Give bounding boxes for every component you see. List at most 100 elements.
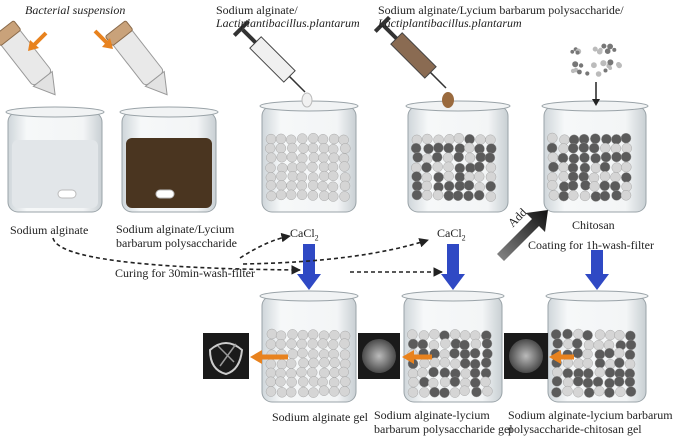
bead	[578, 142, 589, 153]
bead	[297, 347, 308, 359]
bead	[547, 152, 559, 163]
bead	[582, 348, 593, 360]
bead	[568, 153, 580, 164]
bead	[604, 367, 616, 378]
bead	[276, 151, 287, 163]
bead	[328, 339, 339, 350]
sem-image-2	[358, 333, 400, 379]
bead	[432, 161, 443, 173]
bead	[449, 376, 461, 387]
bead	[329, 386, 340, 397]
bead	[579, 190, 591, 202]
bead	[567, 180, 579, 191]
bead	[610, 171, 621, 183]
bead	[567, 162, 579, 174]
add-arrow	[497, 210, 548, 261]
bead	[287, 142, 298, 154]
chitosan-particle	[608, 66, 613, 70]
bead	[594, 329, 606, 340]
bead	[318, 161, 330, 173]
bead	[449, 387, 461, 398]
bead	[276, 189, 287, 201]
chitosan-particles	[570, 43, 622, 77]
bead	[296, 338, 307, 350]
bead	[600, 142, 611, 154]
label-gel-2-2: barbarum polysaccharide gel	[374, 422, 513, 436]
bead	[442, 152, 454, 163]
bead	[605, 329, 616, 341]
bead	[276, 387, 288, 398]
bead	[620, 132, 632, 144]
bead	[573, 376, 584, 387]
label-sa-lbp-2: barbarum polysaccharide	[116, 236, 237, 250]
bead	[559, 134, 570, 145]
bead	[475, 151, 486, 163]
bead	[482, 348, 493, 359]
bead	[319, 190, 330, 202]
bead	[454, 180, 465, 192]
bead	[625, 339, 637, 351]
syringe-2	[373, 15, 447, 89]
label-gel-3-2: polysaccharide-chitosan gel	[508, 422, 642, 436]
bead	[475, 134, 486, 145]
label-curing: Curing for 30min-wash-filter	[115, 266, 255, 280]
chitosan-particle	[592, 46, 598, 52]
bead	[611, 151, 622, 163]
bead	[407, 329, 418, 340]
bead	[265, 367, 277, 379]
bead	[328, 152, 340, 164]
bead	[339, 161, 350, 172]
orange-arrow-tube-2	[93, 29, 113, 49]
bead	[562, 328, 573, 340]
bead	[286, 368, 297, 379]
bead	[482, 386, 493, 397]
bead	[297, 133, 308, 144]
bead	[265, 339, 277, 350]
bead	[620, 151, 632, 163]
bead	[548, 161, 559, 173]
bead	[275, 133, 287, 145]
bead	[319, 170, 330, 182]
bead	[563, 377, 574, 388]
bead	[307, 142, 319, 154]
chitosan-particle	[572, 61, 579, 68]
chitosan-particle	[577, 69, 582, 75]
bead	[484, 152, 496, 163]
label-cacl2-1: CaCl2	[290, 226, 319, 243]
bead	[318, 385, 330, 396]
bead	[615, 386, 626, 397]
bead	[428, 366, 439, 378]
bead	[265, 386, 277, 397]
chitosan-particle	[607, 43, 613, 50]
bead	[459, 330, 471, 341]
bead	[604, 378, 615, 389]
label-coating: Coating for 1h-wash-filter	[528, 238, 654, 252]
bead	[339, 349, 351, 360]
chitosan-particle	[570, 68, 576, 74]
bead	[410, 142, 422, 154]
bead	[568, 190, 579, 201]
bead	[563, 338, 574, 350]
bead	[298, 143, 309, 154]
label-sa-top-2: Lactiplantibacillus.plantarum	[216, 16, 360, 30]
bead	[583, 368, 594, 379]
bead	[407, 387, 419, 398]
bead	[339, 191, 350, 202]
bead	[552, 338, 563, 349]
bead	[329, 367, 340, 378]
bead	[573, 328, 584, 340]
droplet-brown	[442, 92, 454, 108]
bead	[547, 132, 558, 144]
bead	[432, 151, 443, 163]
droplet-white	[301, 92, 313, 108]
dashed-arrow-curing	[52, 237, 301, 275]
beaker-cacl2-1	[259, 100, 359, 213]
bead	[550, 329, 562, 340]
label-gel-3-1: Sodium alginate-lycium barbarum	[508, 408, 673, 422]
beaker-cacl2-2	[405, 100, 511, 213]
bead	[418, 330, 430, 341]
bead	[557, 152, 569, 164]
bead	[594, 349, 605, 360]
bead	[411, 171, 422, 182]
